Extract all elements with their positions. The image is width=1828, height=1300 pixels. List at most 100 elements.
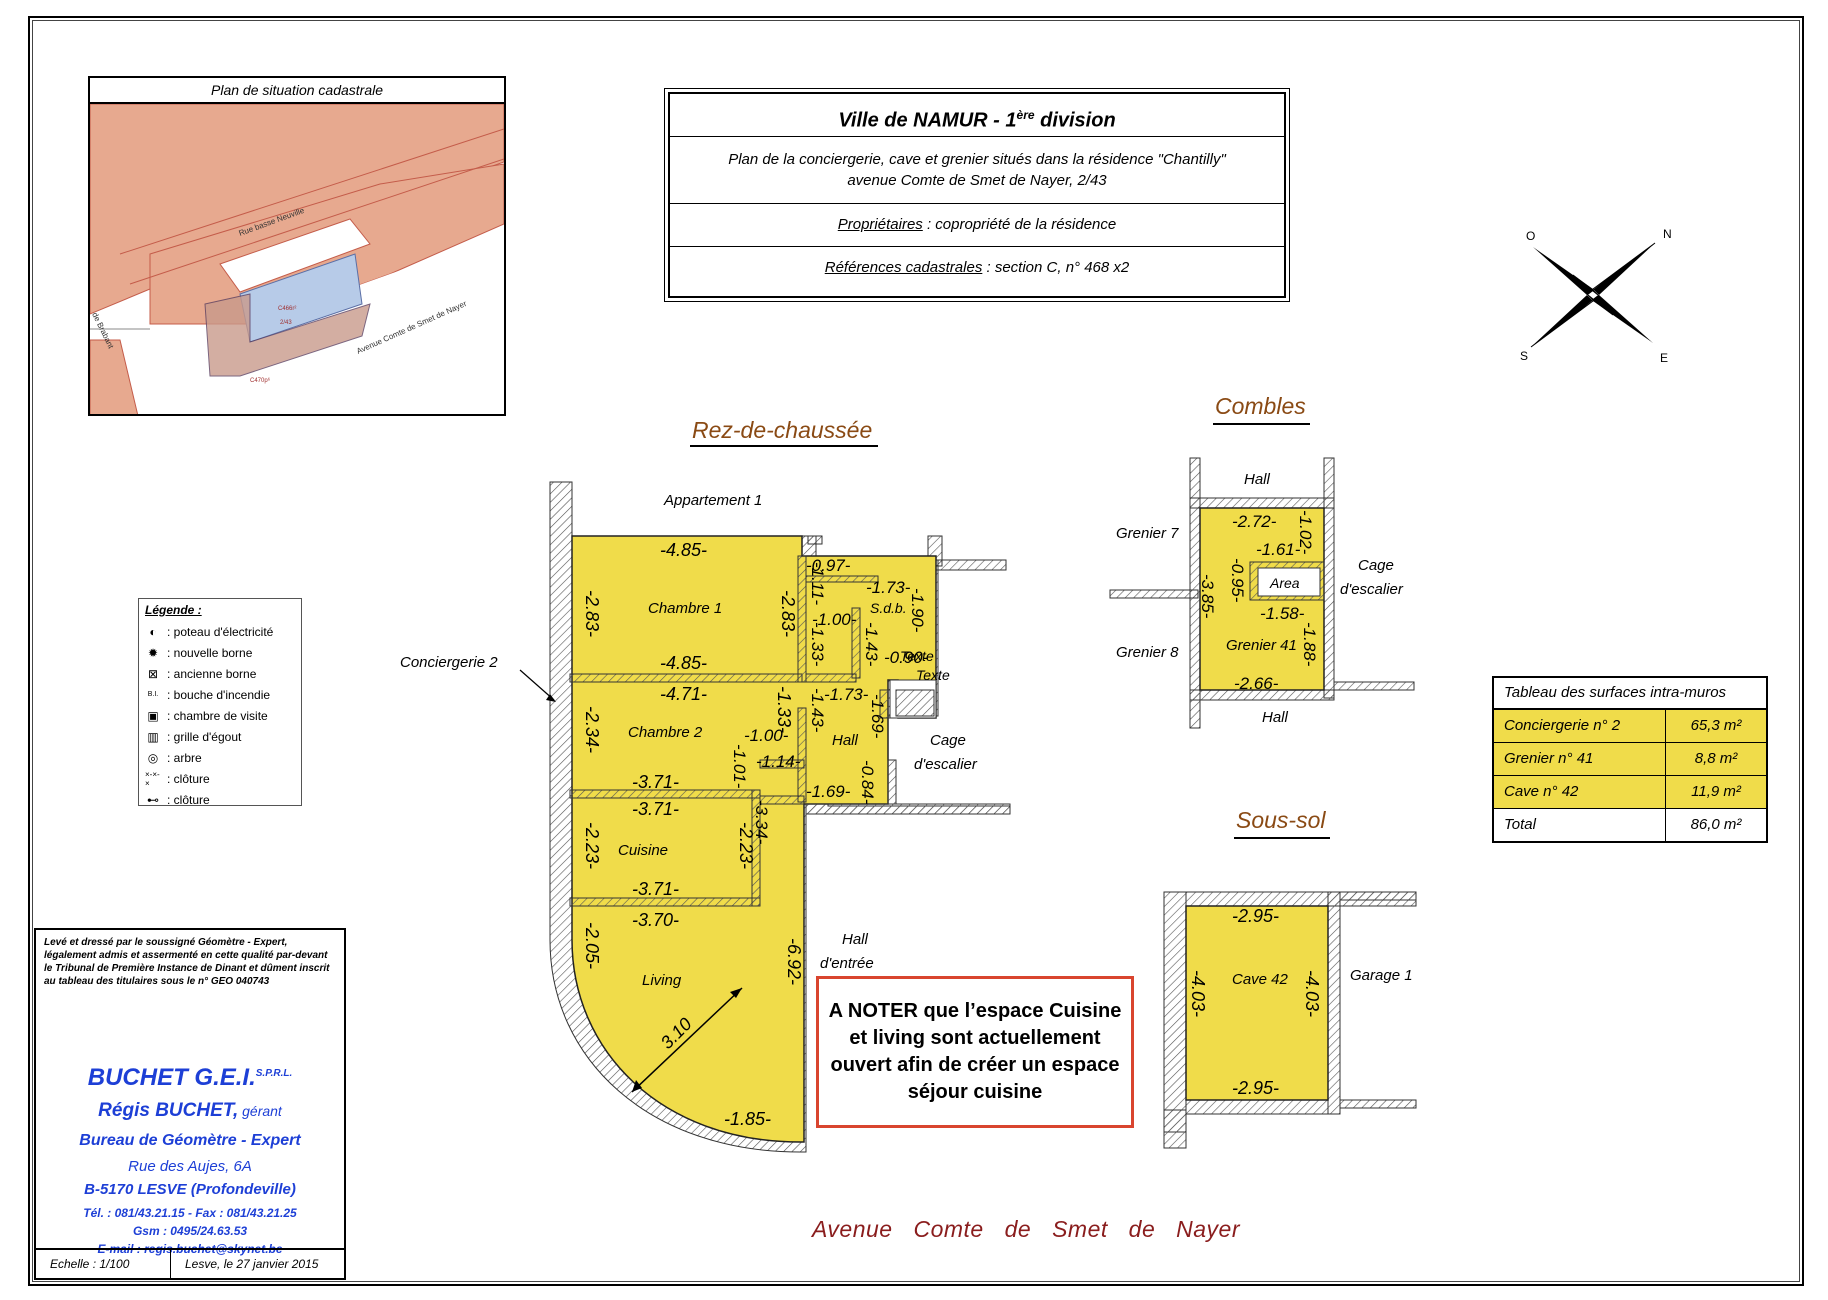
surveyor-manager: Régis BUCHET, gérant [98, 1100, 282, 1121]
attic-grenier-7: Grenier 7 [1116, 525, 1179, 542]
surveyor-footer: Echelle : 1/100 Lesve, le 27 janvier 201… [36, 1248, 344, 1278]
room-chambre-2: Chambre 2 [628, 724, 703, 741]
crossed-square-icon: ⊠ [147, 666, 159, 681]
room-cuisine: Cuisine [618, 842, 668, 859]
half-circle-icon: ◐ [149, 624, 157, 639]
surveyor-company: BUCHET G.E.I.S.P.R.L. [87, 1064, 293, 1091]
legend-item: ◐: poteau d'électricité [145, 621, 295, 642]
dim-h-169: -1.69- [868, 694, 887, 739]
title-description: Plan de la conciergerie, cave et grenier… [670, 137, 1284, 204]
date-label: Lesve, le 27 janvier 2015 [185, 1257, 319, 1271]
cad-parcel-1: C466r² [278, 306, 296, 312]
dim-li-bottom: -1.85- [724, 1109, 771, 1129]
dim-h-101: -1.01- [730, 744, 749, 789]
dim-c1-top: -4.85- [660, 540, 707, 560]
room-chambre-1: Chambre 1 [648, 600, 722, 617]
filled-gear-icon: ✹ [147, 645, 159, 660]
compass-e: E [1660, 351, 1668, 365]
dim-li-left: -2.05- [582, 922, 602, 969]
attic-grenier-8: Grenier 8 [1116, 644, 1179, 661]
legend: Légende : ◐: poteau d'électricité ✹: nou… [138, 598, 302, 807]
dim-cu-left: -2.23- [582, 822, 602, 869]
texte-label-2: Texte [916, 667, 950, 683]
dim-sdb-111: -1.11- [808, 562, 827, 605]
surveyor-office: Bureau de Géomètre - Expert [79, 1132, 301, 1149]
dim-h-169b: -1.69- [806, 782, 851, 801]
basement-dim-right: -4.03- [1302, 970, 1322, 1017]
legend-item: ▥: grille d'égout [145, 726, 295, 747]
room-sdb: S.d.b. [870, 600, 907, 616]
attic-area: Area [1269, 575, 1300, 591]
compass-n: N [1663, 227, 1672, 241]
note-box: A NOTER que l’espace Cuisine et living s… [816, 976, 1134, 1128]
hydrant-icon: B.I. [147, 691, 159, 698]
label-hall-entree: Hall [842, 931, 869, 948]
dim-cu-top: -3.71- [632, 799, 679, 819]
dim-li-top: -3.70- [632, 910, 679, 930]
surveyor-street: Rue des Aujes, 6A [128, 1158, 252, 1175]
title-attic: Combles [1215, 393, 1306, 419]
attic-room: Grenier 41 [1226, 637, 1297, 654]
title-heading: Ville de NAMUR - 1ère division [670, 94, 1284, 137]
dim-h-334: -3.34- [752, 800, 771, 845]
attic-dim-102: -1.02- [1296, 510, 1315, 555]
dim-c2-right: -1.33- [774, 686, 794, 733]
label-cage: Cage [930, 732, 966, 749]
title-references: Références cadastrales : section C, n° 4… [824, 259, 1130, 276]
attic-dim-095: -0.95- [1228, 558, 1247, 603]
basement-garage: Garage 1 [1350, 967, 1413, 984]
label-appartement: Appartement 1 [663, 492, 762, 509]
street-label: Avenue Comte de Smet de Nayer [812, 1216, 1240, 1242]
label-cage2: d'escalier [914, 756, 978, 773]
cadastral-title: Plan de situation cadastrale [90, 78, 504, 104]
basement-room: Cave 42 [1232, 971, 1289, 988]
dim-sdb-173: -1.73- [866, 578, 911, 597]
basement-dim-top: -2.95- [1232, 906, 1279, 926]
surveyor-phone: Tél. : 081/43.21.15 - Fax : 081/43.21.25 [83, 1206, 297, 1220]
cadastral-map: Rue basse Neuville Avenue Comte de Smet … [90, 103, 504, 414]
dim-h-173: -1.73- [824, 685, 869, 704]
compass-rose-icon: N O S E [1520, 227, 1672, 365]
dim-h-143: -1.43- [808, 688, 827, 733]
dim-cu-right: -2.23- [736, 822, 756, 869]
attic-cage: Cage [1358, 557, 1394, 574]
texte-label: Texte [900, 648, 934, 664]
legend-item: ⊠: ancienne borne [145, 663, 295, 684]
dim-li-right: -6.92- [784, 938, 804, 985]
attic-dim-188: -1.88- [1300, 622, 1319, 667]
surveyor-note: Levé et dressé par le soussigné Géomètre… [44, 937, 330, 987]
dim-sdb-133: -1.33- [808, 622, 827, 667]
surveyor-block: Levé et dressé par le soussigné Géomètre… [34, 928, 346, 1280]
basement-dim-left: -4.03- [1188, 970, 1208, 1017]
legend-item: ⊷: clôture [147, 792, 210, 807]
drawing-inner-frame [32, 20, 1800, 1282]
surveyor-gsm: Gsm : 0495/24.63.53 [132, 1224, 248, 1238]
dim-h-084: -0.84- [858, 760, 877, 805]
title-ground-floor: Rez-de-chaussée [692, 417, 872, 443]
ground-floor-plan: Appartement 1 Conciergerie 2 Cage d'esca… [400, 481, 1011, 1153]
attic-plan: Hall Hall Grenier 7 Grenier 8 Cage d'esc… [1109, 457, 1415, 729]
cad-parcel-2: C470p⁶ [250, 377, 271, 384]
dim-c1-right: -2.83- [778, 590, 798, 637]
label-conciergerie: Conciergerie 2 [400, 654, 498, 671]
dim-c2-left: -2.34- [582, 706, 602, 753]
compass-s: S [1520, 349, 1528, 363]
dim-c2-top: -4.71- [660, 684, 707, 704]
surfaces-table: Tableau des surfaces intra-muros Concier… [1492, 676, 1768, 843]
legend-item: ×-×-×: clôture [145, 769, 210, 788]
fence-line-icon: ⊷ [147, 792, 159, 807]
dim-h-114: -1.14- [756, 752, 801, 771]
grate-icon: ▥ [147, 729, 159, 744]
basement-dim-bottom: -2.95- [1232, 1078, 1279, 1098]
attic-dim-bottom: -2.66- [1234, 674, 1279, 693]
dim-c1-bottom: -4.85- [660, 653, 707, 673]
tree-icon: ◎ [147, 750, 159, 765]
attic-hall-top: Hall [1244, 471, 1271, 488]
dim-sdb-097: -0.97- [806, 556, 851, 575]
drawing-frame [28, 16, 1804, 1286]
legend-item: ◎: arbre [145, 747, 295, 768]
surveyor-city: B-5170 LESVE (Profondeville) [84, 1181, 296, 1198]
attic-dim-top: -2.72- [1232, 512, 1277, 531]
